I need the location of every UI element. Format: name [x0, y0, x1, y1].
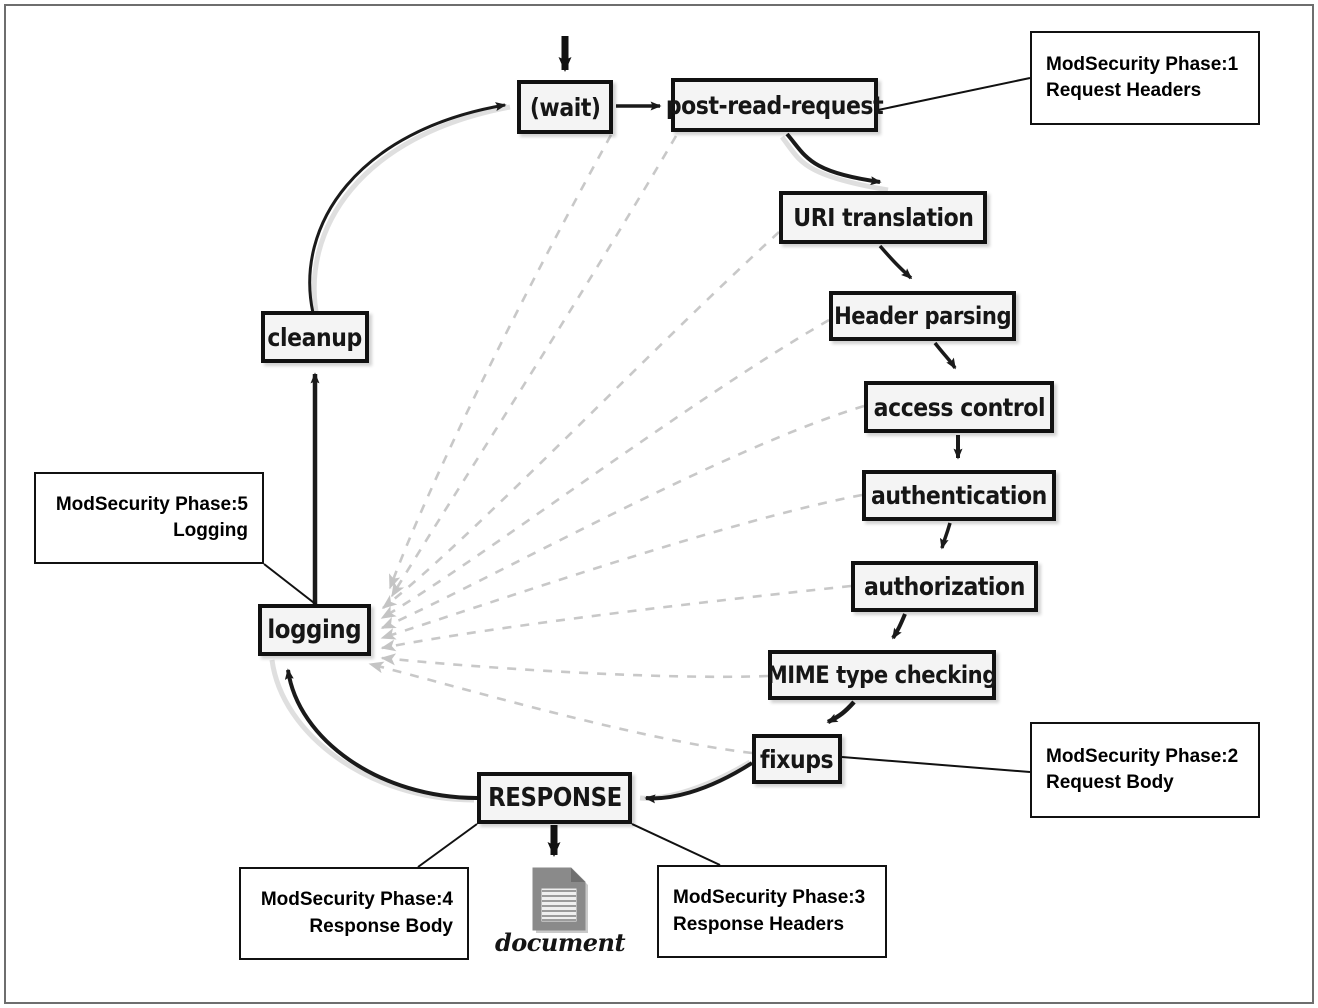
dashed-access-to-logging: [380, 404, 865, 630]
arrow-postread-to-uri: [785, 132, 882, 186]
dashed-header-to-logging: [380, 318, 830, 620]
node-uri-translation[interactable]: URI translation: [779, 191, 987, 244]
callout-leaders: [263, 77, 1031, 868]
arrow-response-to-logging: [284, 668, 478, 800]
node-wait[interactable]: (wait): [517, 80, 613, 134]
annotation-phase-4-line1: ModSecurity Phase:4: [260, 889, 453, 911]
arrow-cleanup-to-wait: [308, 102, 507, 314]
annotation-phase-1-line2: Request Headers: [1046, 80, 1202, 101]
dashed-wait-to-logging: [388, 134, 613, 590]
node-authentication[interactable]: authentication: [862, 470, 1056, 521]
leader-phase-2: [841, 756, 1031, 773]
dashed-postread-to-logging: [390, 135, 678, 598]
annotation-phase-4-line2: Response Body: [309, 915, 453, 937]
dashed-fixups-to-logging: [368, 661, 753, 755]
node-post-read-request[interactable]: post-read-request: [666, 78, 884, 132]
node-wait-label: (wait): [529, 92, 601, 122]
arrow-fixups-to-response: [644, 761, 754, 804]
annotation-phase-1[interactable]: ModSecurity Phase:1 Request Headers: [1030, 31, 1260, 125]
annotation-phase-2-line2: Request Body: [1046, 772, 1174, 793]
annotation-phase-5[interactable]: ModSecurity Phase:5 Logging: [34, 472, 264, 564]
node-cleanup-label: cleanup: [267, 322, 363, 352]
annotation-phase-3-line2: Response Headers: [673, 913, 845, 935]
arrow-mime-to-fixups: [826, 700, 856, 725]
leader-phase-3: [631, 823, 721, 866]
dashed-authentication-to-logging: [380, 493, 863, 640]
document-icon: [532, 867, 588, 933]
node-uri-translation-label: URI translation: [792, 203, 974, 232]
dashed-uri-to-logging: [381, 231, 780, 610]
annotation-phase-2[interactable]: ModSecurity Phase:2 Request Body: [1030, 722, 1260, 818]
node-logging[interactable]: logging: [258, 604, 371, 656]
arrow-authorization-to-mime: [891, 613, 907, 640]
arrow-uri-to-header: [878, 244, 913, 280]
node-access-control[interactable]: access control: [864, 381, 1054, 433]
logging-dashed-arrows: [368, 134, 865, 755]
node-response-label: RESPONSE: [487, 783, 622, 813]
annotation-phase-4[interactable]: ModSecurity Phase:4 Response Body: [239, 867, 469, 960]
annotation-phase-5-line1: ModSecurity Phase:5: [55, 493, 248, 515]
node-fixups[interactable]: fixups: [752, 734, 842, 784]
annotation-phase-5-line2: Logging: [173, 520, 248, 541]
node-post-read-request-label: post-read-request: [665, 90, 884, 120]
annotation-phase-2-line1: ModSecurity Phase:2: [1046, 745, 1239, 767]
node-authorization[interactable]: authorization: [851, 561, 1038, 612]
node-header-parsing[interactable]: Header parsing: [829, 291, 1016, 341]
arrow-authentication-to-authorization: [939, 522, 952, 550]
annotation-phase-3[interactable]: ModSecurity Phase:3 Response Headers: [657, 865, 887, 958]
dashed-authorization-to-logging: [380, 584, 852, 652]
node-logging-label: logging: [267, 615, 362, 645]
node-mime-type-checking-label: MIME type checking: [766, 661, 998, 689]
dashed-mime-to-logging: [380, 653, 769, 679]
node-response[interactable]: RESPONSE: [477, 772, 632, 824]
node-access-control-label: access control: [873, 392, 1045, 422]
leader-phase-4: [417, 823, 478, 868]
node-header-parsing-label: Header parsing: [833, 302, 1012, 330]
annotation-phase-3-line1: ModSecurity Phase:3: [673, 887, 866, 909]
leader-phase-5: [263, 563, 319, 607]
leader-phase-1: [877, 77, 1031, 111]
annotation-phase-1-line1: ModSecurity Phase:1: [1046, 53, 1239, 75]
arrow-header-to-access: [933, 341, 957, 370]
node-authentication-label: authentication: [871, 481, 1047, 510]
document-caption: document: [495, 928, 626, 957]
node-authorization-label: authorization: [864, 572, 1025, 601]
node-mime-type-checking[interactable]: MIME type checking: [766, 650, 998, 700]
node-cleanup[interactable]: cleanup: [261, 311, 369, 363]
node-fixups-label: fixups: [760, 744, 834, 774]
